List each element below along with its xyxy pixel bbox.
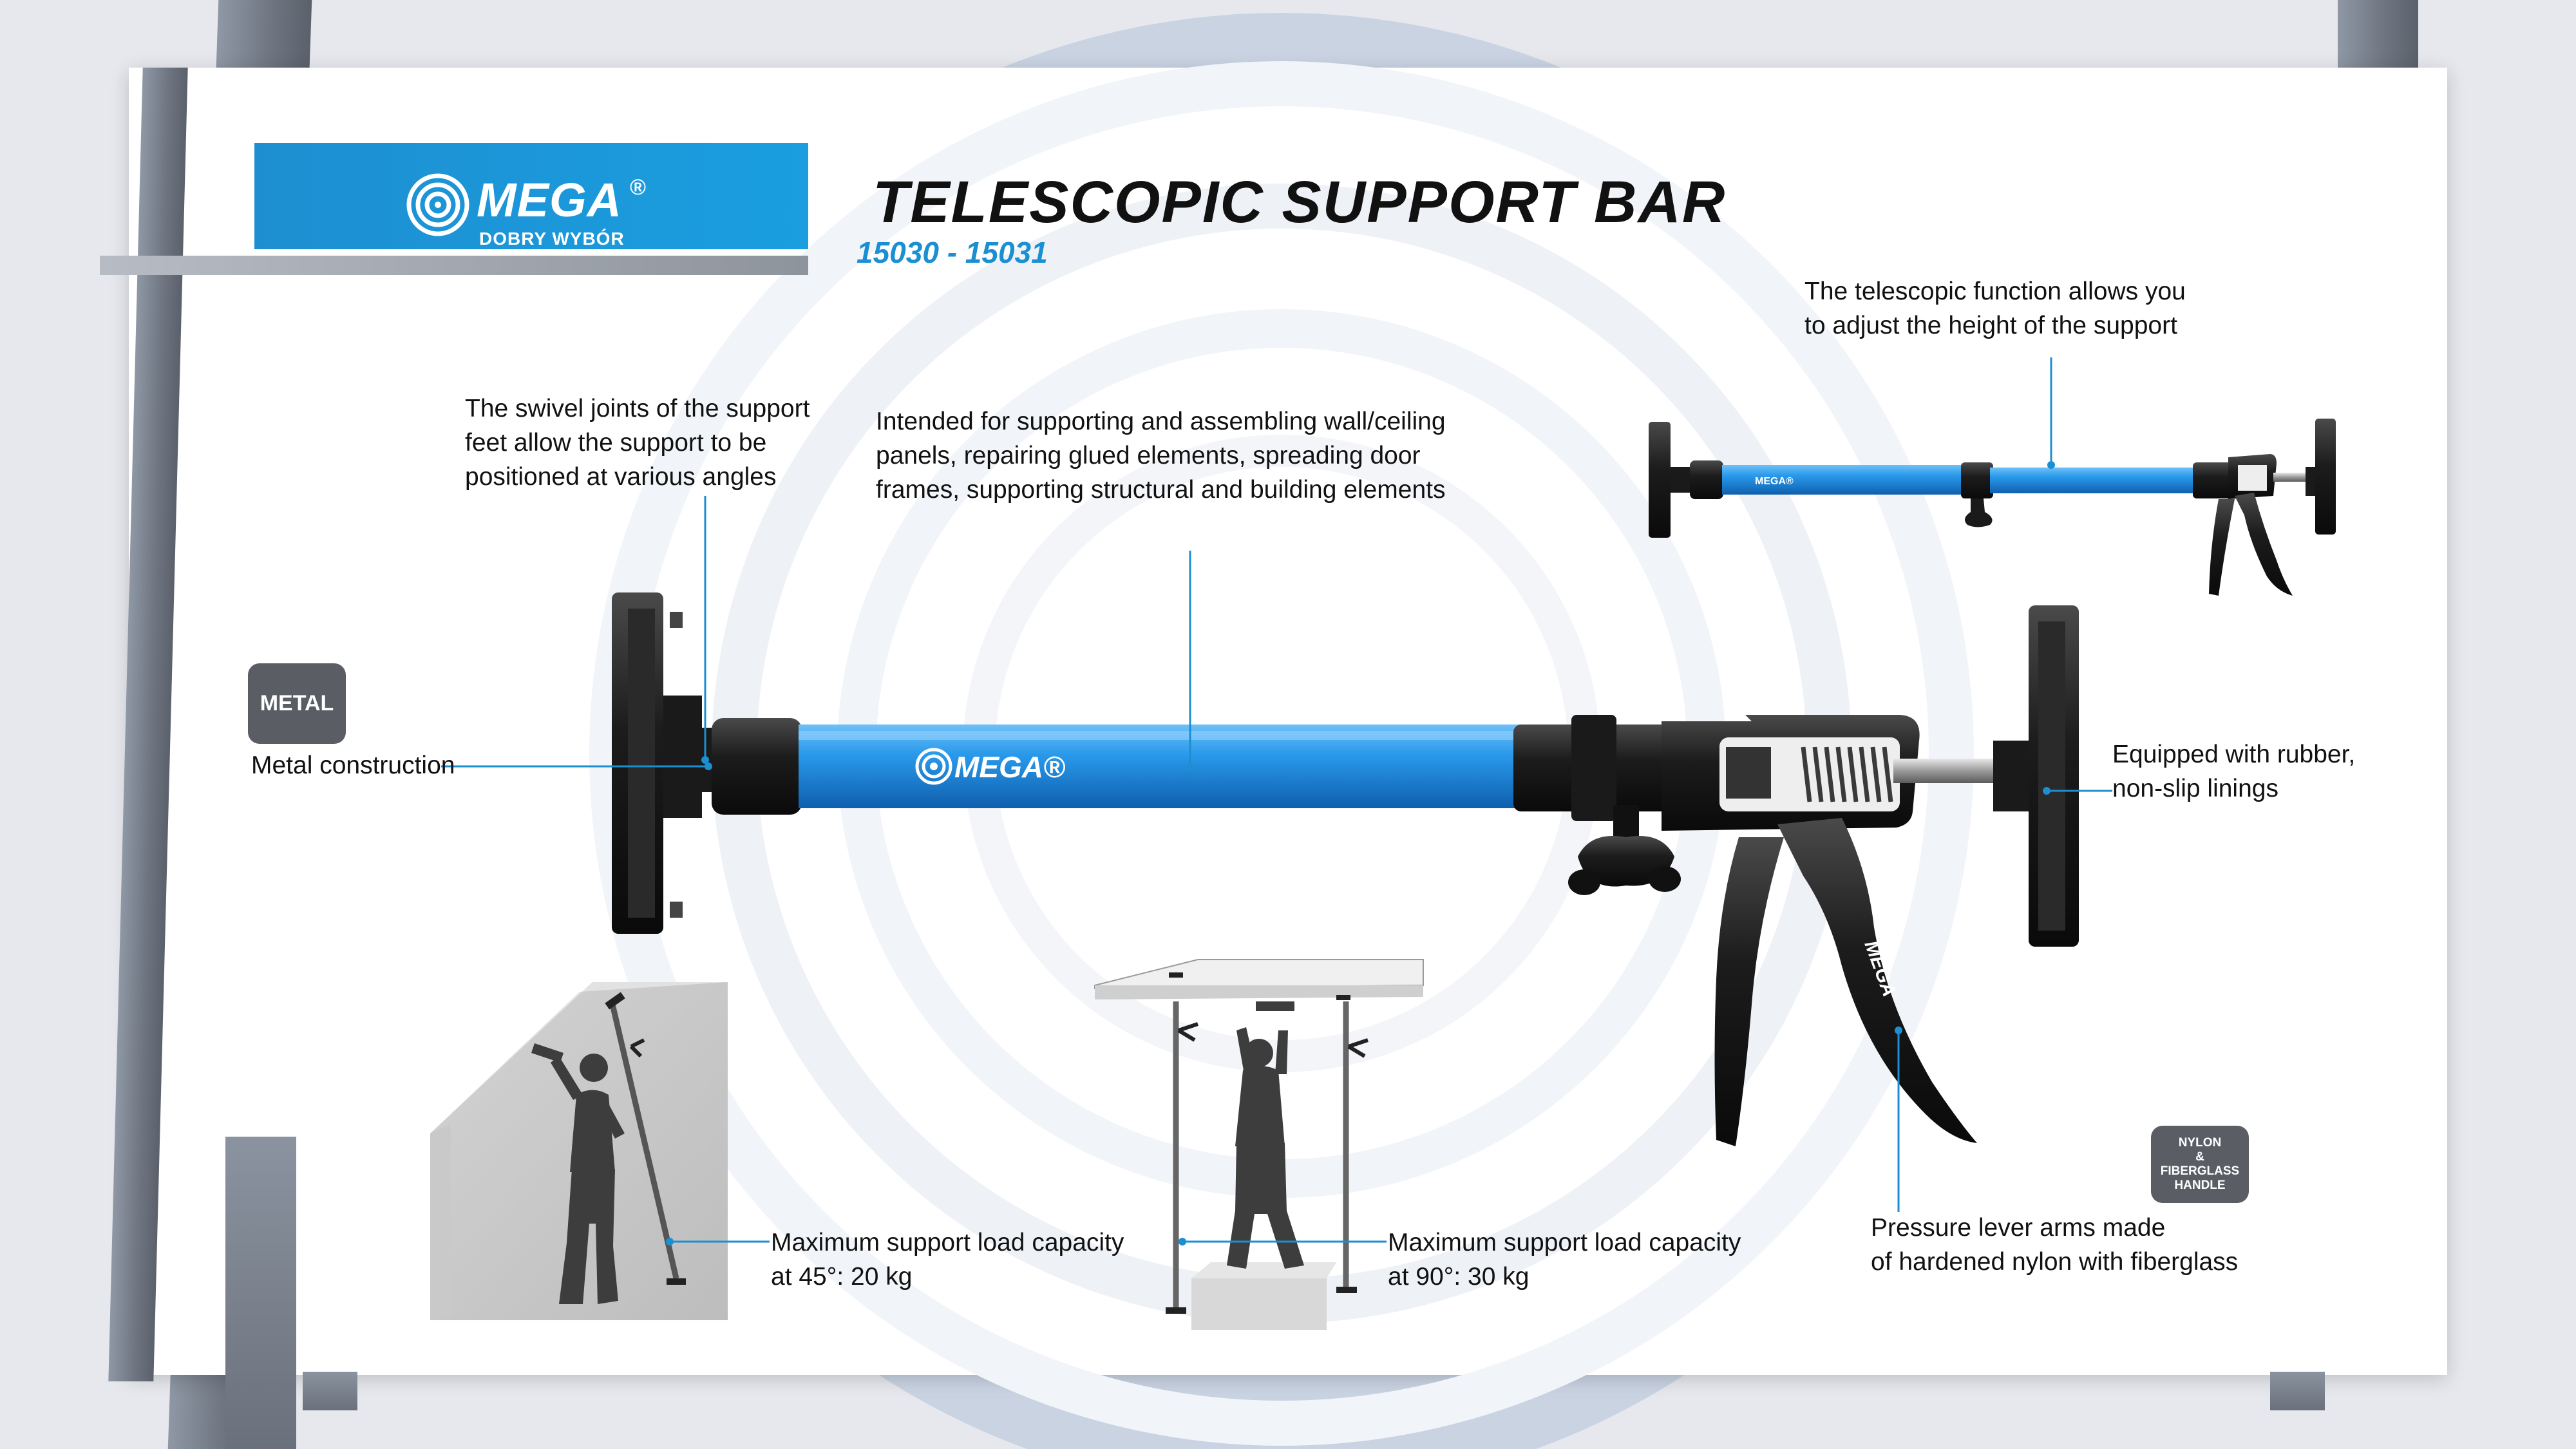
callout-line: of hardened nylon with fiberglass [1871,1248,2239,1276]
model-numbers: 15030 - 15031 [857,236,1048,269]
frame-leg-left [225,1137,296,1449]
trigger-mechanism: MEGA [1662,715,1996,1146]
callout-line: to adjust the height of the support [1804,312,2177,339]
metal-badge: METAL [248,663,346,744]
nylon-badge-line: HANDLE [2174,1179,2226,1192]
callout-intended-use: Intended for supporting and assembling w… [876,404,1446,507]
callout-line: Metal construction [251,752,455,779]
svg-text:MEGA®: MEGA® [1755,476,1794,487]
callout-line: feet allow the support to be [465,429,767,457]
callout-metal: Metal construction [251,748,455,782]
right-foot-pad [1993,605,2079,947]
main-support-bar: MEGA® [612,592,2079,1146]
brand-name: MEGA [477,173,622,227]
nylon-fiberglass-badge: NYLON & FIBERGLASS HANDLE [2151,1126,2249,1203]
locking-knob [1568,805,1681,895]
callout-rubber: Equipped with rubber, non-slip linings [2112,737,2355,806]
nylon-badge-line: FIBERGLASS [2160,1164,2240,1178]
callout-line: positioned at various angles [465,463,777,491]
brand-registered: ® [630,175,647,200]
frame-foot-left [303,1372,357,1410]
extended-support-bar: MEGA® [1649,419,2336,596]
concentric-rings-icon [406,173,469,236]
callout-telescopic: The telescopic function allows you to ad… [1804,274,2186,343]
callout-lever: Pressure lever arms made of hardened nyl… [1871,1211,2238,1279]
brand-tagline: DOBRY WYBÓR [479,229,625,249]
svg-text:MEGA®: MEGA® [954,750,1065,784]
callout-lines [441,357,2112,1243]
callout-line: at 90°: 30 kg [1388,1263,1530,1291]
logo-band [100,143,808,275]
nylon-badge-line: & [2195,1150,2204,1164]
callout-line: at 45°: 20 kg [771,1263,913,1291]
callout-line: The telescopic function allows you [1804,278,2186,305]
scene-45-degrees [430,982,728,1320]
callout-line: Pressure lever arms made [1871,1214,2166,1242]
callout-swivel: The swivel joints of the support feet al… [465,392,810,494]
callout-line: panels, repairing glued elements, spread… [876,442,1421,469]
frame-foot-right [2270,1372,2325,1410]
callout-line: The swivel joints of the support [465,395,810,422]
callout-line: Intended for supporting and assembling w… [876,408,1446,435]
callout-line: frames, supporting structural and buildi… [876,476,1446,504]
page-title: TELESCOPIC SUPPORT BAR [873,169,1727,235]
scene-90-degrees [1094,959,1424,1330]
left-foot-pad [612,592,702,934]
callout-line: Maximum support load capacity [1388,1229,1741,1256]
callout-line: Maximum support load capacity [771,1229,1124,1256]
callout-dots [666,461,2055,1245]
worker-silhouette-left [531,1043,625,1304]
nylon-badge-line: NYLON [2178,1136,2222,1150]
bar-logo: MEGA® [915,748,1065,785]
callout-line: Equipped with rubber, [2112,741,2356,768]
worker-silhouette-center [1227,1001,1304,1269]
callout-load-90: Maximum support load capacity at 90°: 30… [1388,1226,1741,1294]
left-collar [712,718,802,815]
callout-line: non-slip linings [2112,775,2278,802]
callout-load-45: Maximum support load capacity at 45°: 20… [771,1226,1124,1294]
